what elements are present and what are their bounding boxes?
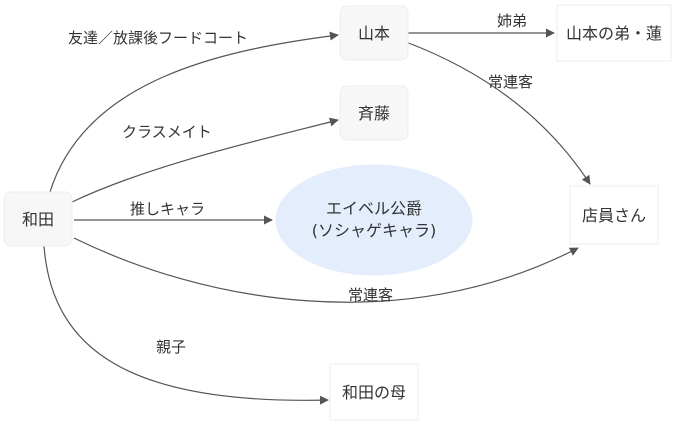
- node-saito-label: 斉藤: [358, 104, 390, 123]
- node-yamamoto-box: [339, 5, 409, 61]
- node-saito: 斉藤: [339, 85, 409, 141]
- edge-wada-yamamoto: [49, 31, 339, 193]
- edge-wada-mother: [43, 245, 329, 405]
- node-yamamoto: 山本: [339, 5, 409, 61]
- node-mother-label: 和田の母: [342, 383, 406, 402]
- node-clerk: 店員さん: [569, 185, 659, 245]
- edge-label-wada-yamamoto: 友達／放課後フードコート: [68, 29, 248, 47]
- edge-label-wada-clerk: 常連客: [348, 286, 393, 304]
- node-abel-label-line2: (ソシャゲキャラ): [312, 221, 437, 240]
- edge-label-wada-abel: 推しキャラ: [130, 200, 205, 218]
- edges: [43, 28, 591, 405]
- node-mother: 和田の母: [329, 363, 419, 421]
- node-wada-label: 和田: [22, 210, 54, 229]
- node-yamamoto-label: 山本: [358, 24, 390, 43]
- edge-label-wada-saito: クラスメイト: [122, 123, 212, 141]
- node-brother: 山本の弟・蓮: [556, 4, 672, 62]
- node-brother-box: [556, 4, 672, 62]
- node-saito-box: [339, 85, 409, 141]
- node-brother-label: 山本の弟・蓮: [566, 24, 662, 43]
- edge-labels: 友達／放課後フードコート クラスメイト 推しキャラ 常連客 親子 姉弟 常連客: [68, 12, 533, 356]
- node-wada-box: [3, 191, 73, 247]
- node-clerk-box: [569, 185, 659, 245]
- node-abel-ellipse: [275, 164, 473, 276]
- node-abel-label-line1: エイベル公爵: [326, 199, 422, 218]
- edge-yamamoto-clerk: [405, 41, 591, 185]
- edge-wada-clerk: [73, 237, 579, 303]
- node-clerk-label: 店員さん: [582, 206, 646, 225]
- edge-wada-saito: [71, 117, 339, 203]
- node-abel: エイベル公爵 (ソシャゲキャラ): [275, 164, 473, 276]
- edge-label-yamamoto-brother: 姉弟: [497, 12, 527, 30]
- edge-label-wada-mother: 親子: [156, 338, 186, 356]
- node-wada: 和田: [3, 191, 73, 247]
- edge-label-yamamoto-clerk: 常連客: [488, 73, 533, 91]
- node-mother-box: [329, 363, 419, 421]
